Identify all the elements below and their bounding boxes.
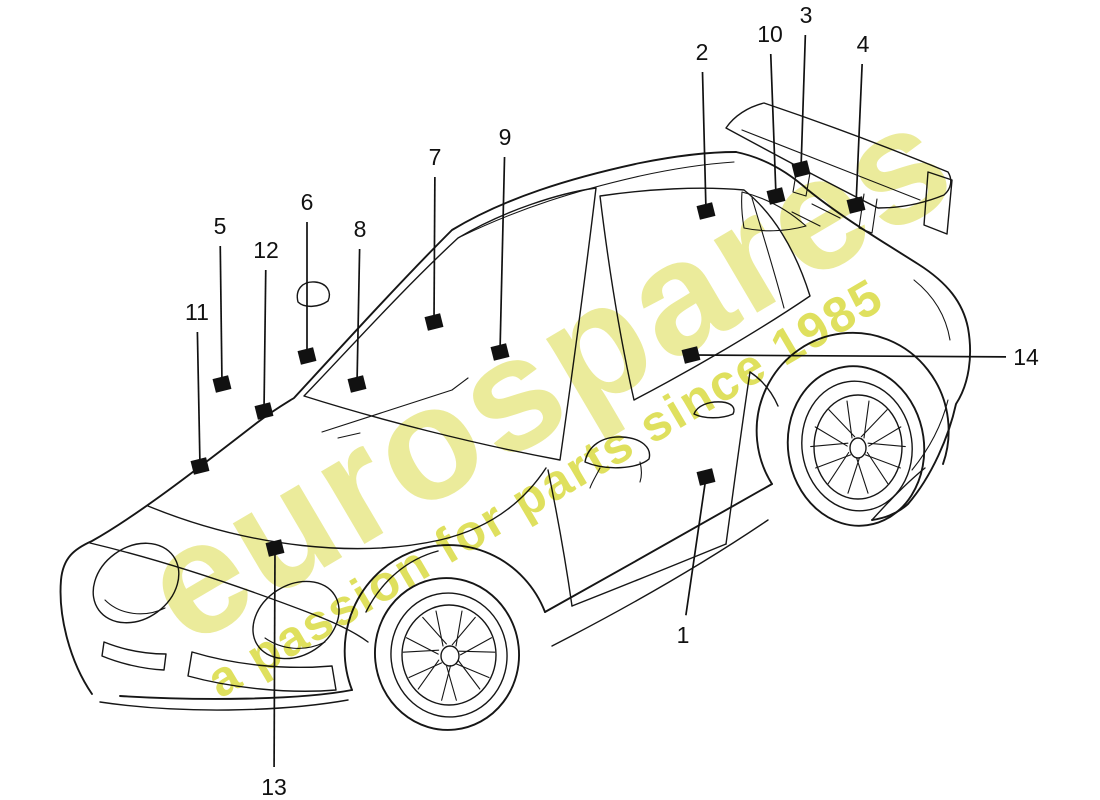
part-marker-10[interactable]	[766, 187, 786, 205]
windshield	[303, 161, 735, 461]
callout-line-2	[701, 71, 707, 212]
part-marker-4[interactable]	[846, 196, 866, 214]
part-marker-11[interactable]	[190, 457, 210, 475]
part-number-6[interactable]: 6	[301, 189, 314, 215]
callout-line-9	[499, 156, 506, 353]
callout-line-8	[356, 248, 361, 385]
part-marker-6[interactable]	[297, 347, 317, 365]
door	[547, 371, 779, 607]
callout-line-3	[800, 34, 807, 170]
part-number-11[interactable]: 11	[185, 299, 209, 325]
part-number-9[interactable]: 9	[499, 124, 512, 150]
callout-line-14	[690, 354, 1007, 358]
part-number-7[interactable]: 7	[429, 144, 442, 170]
callout-line-5	[219, 245, 223, 385]
mirrors	[296, 281, 651, 489]
part-number-2[interactable]: 2	[696, 39, 709, 65]
part-number-3[interactable]: 3	[800, 2, 813, 28]
rear-details	[911, 279, 951, 471]
part-marker-13[interactable]	[265, 539, 285, 557]
part-number-12[interactable]: 12	[253, 237, 279, 263]
callout-line-10	[769, 53, 777, 197]
part-number-13[interactable]: 13	[261, 774, 287, 800]
part-number-5[interactable]: 5	[214, 213, 227, 239]
callout-line-11	[196, 331, 201, 467]
part-marker-9[interactable]	[490, 343, 510, 361]
part-marker-2[interactable]	[696, 202, 716, 220]
part-marker-7[interactable]	[424, 313, 444, 331]
front-wheel-spokes	[402, 610, 496, 701]
part-number-4[interactable]: 4	[857, 31, 870, 57]
callout-line-4	[855, 63, 863, 206]
part-number-14[interactable]: 14	[1013, 344, 1039, 370]
callout-line-13	[273, 547, 276, 768]
rear-wheel-spokes	[810, 400, 906, 494]
part-marker-12[interactable]	[254, 402, 274, 420]
body-outline	[59, 151, 971, 711]
front-wheel	[374, 577, 520, 731]
part-marker-1[interactable]	[696, 468, 716, 486]
part-marker-5[interactable]	[212, 375, 232, 393]
callout-line-7	[433, 176, 436, 323]
callout-line-1	[685, 476, 707, 616]
front-end	[89, 467, 547, 692]
rear-wheel	[786, 365, 926, 527]
part-number-1[interactable]: 1	[677, 622, 690, 648]
glasshouse	[599, 187, 811, 401]
part-marker-8[interactable]	[347, 375, 367, 393]
part-marker-14[interactable]	[681, 346, 701, 364]
part-number-8[interactable]: 8	[354, 216, 367, 242]
part-number-10[interactable]: 10	[757, 21, 783, 47]
headlights	[92, 542, 340, 660]
callout-line-12	[263, 269, 267, 412]
part-marker-3[interactable]	[791, 160, 811, 178]
